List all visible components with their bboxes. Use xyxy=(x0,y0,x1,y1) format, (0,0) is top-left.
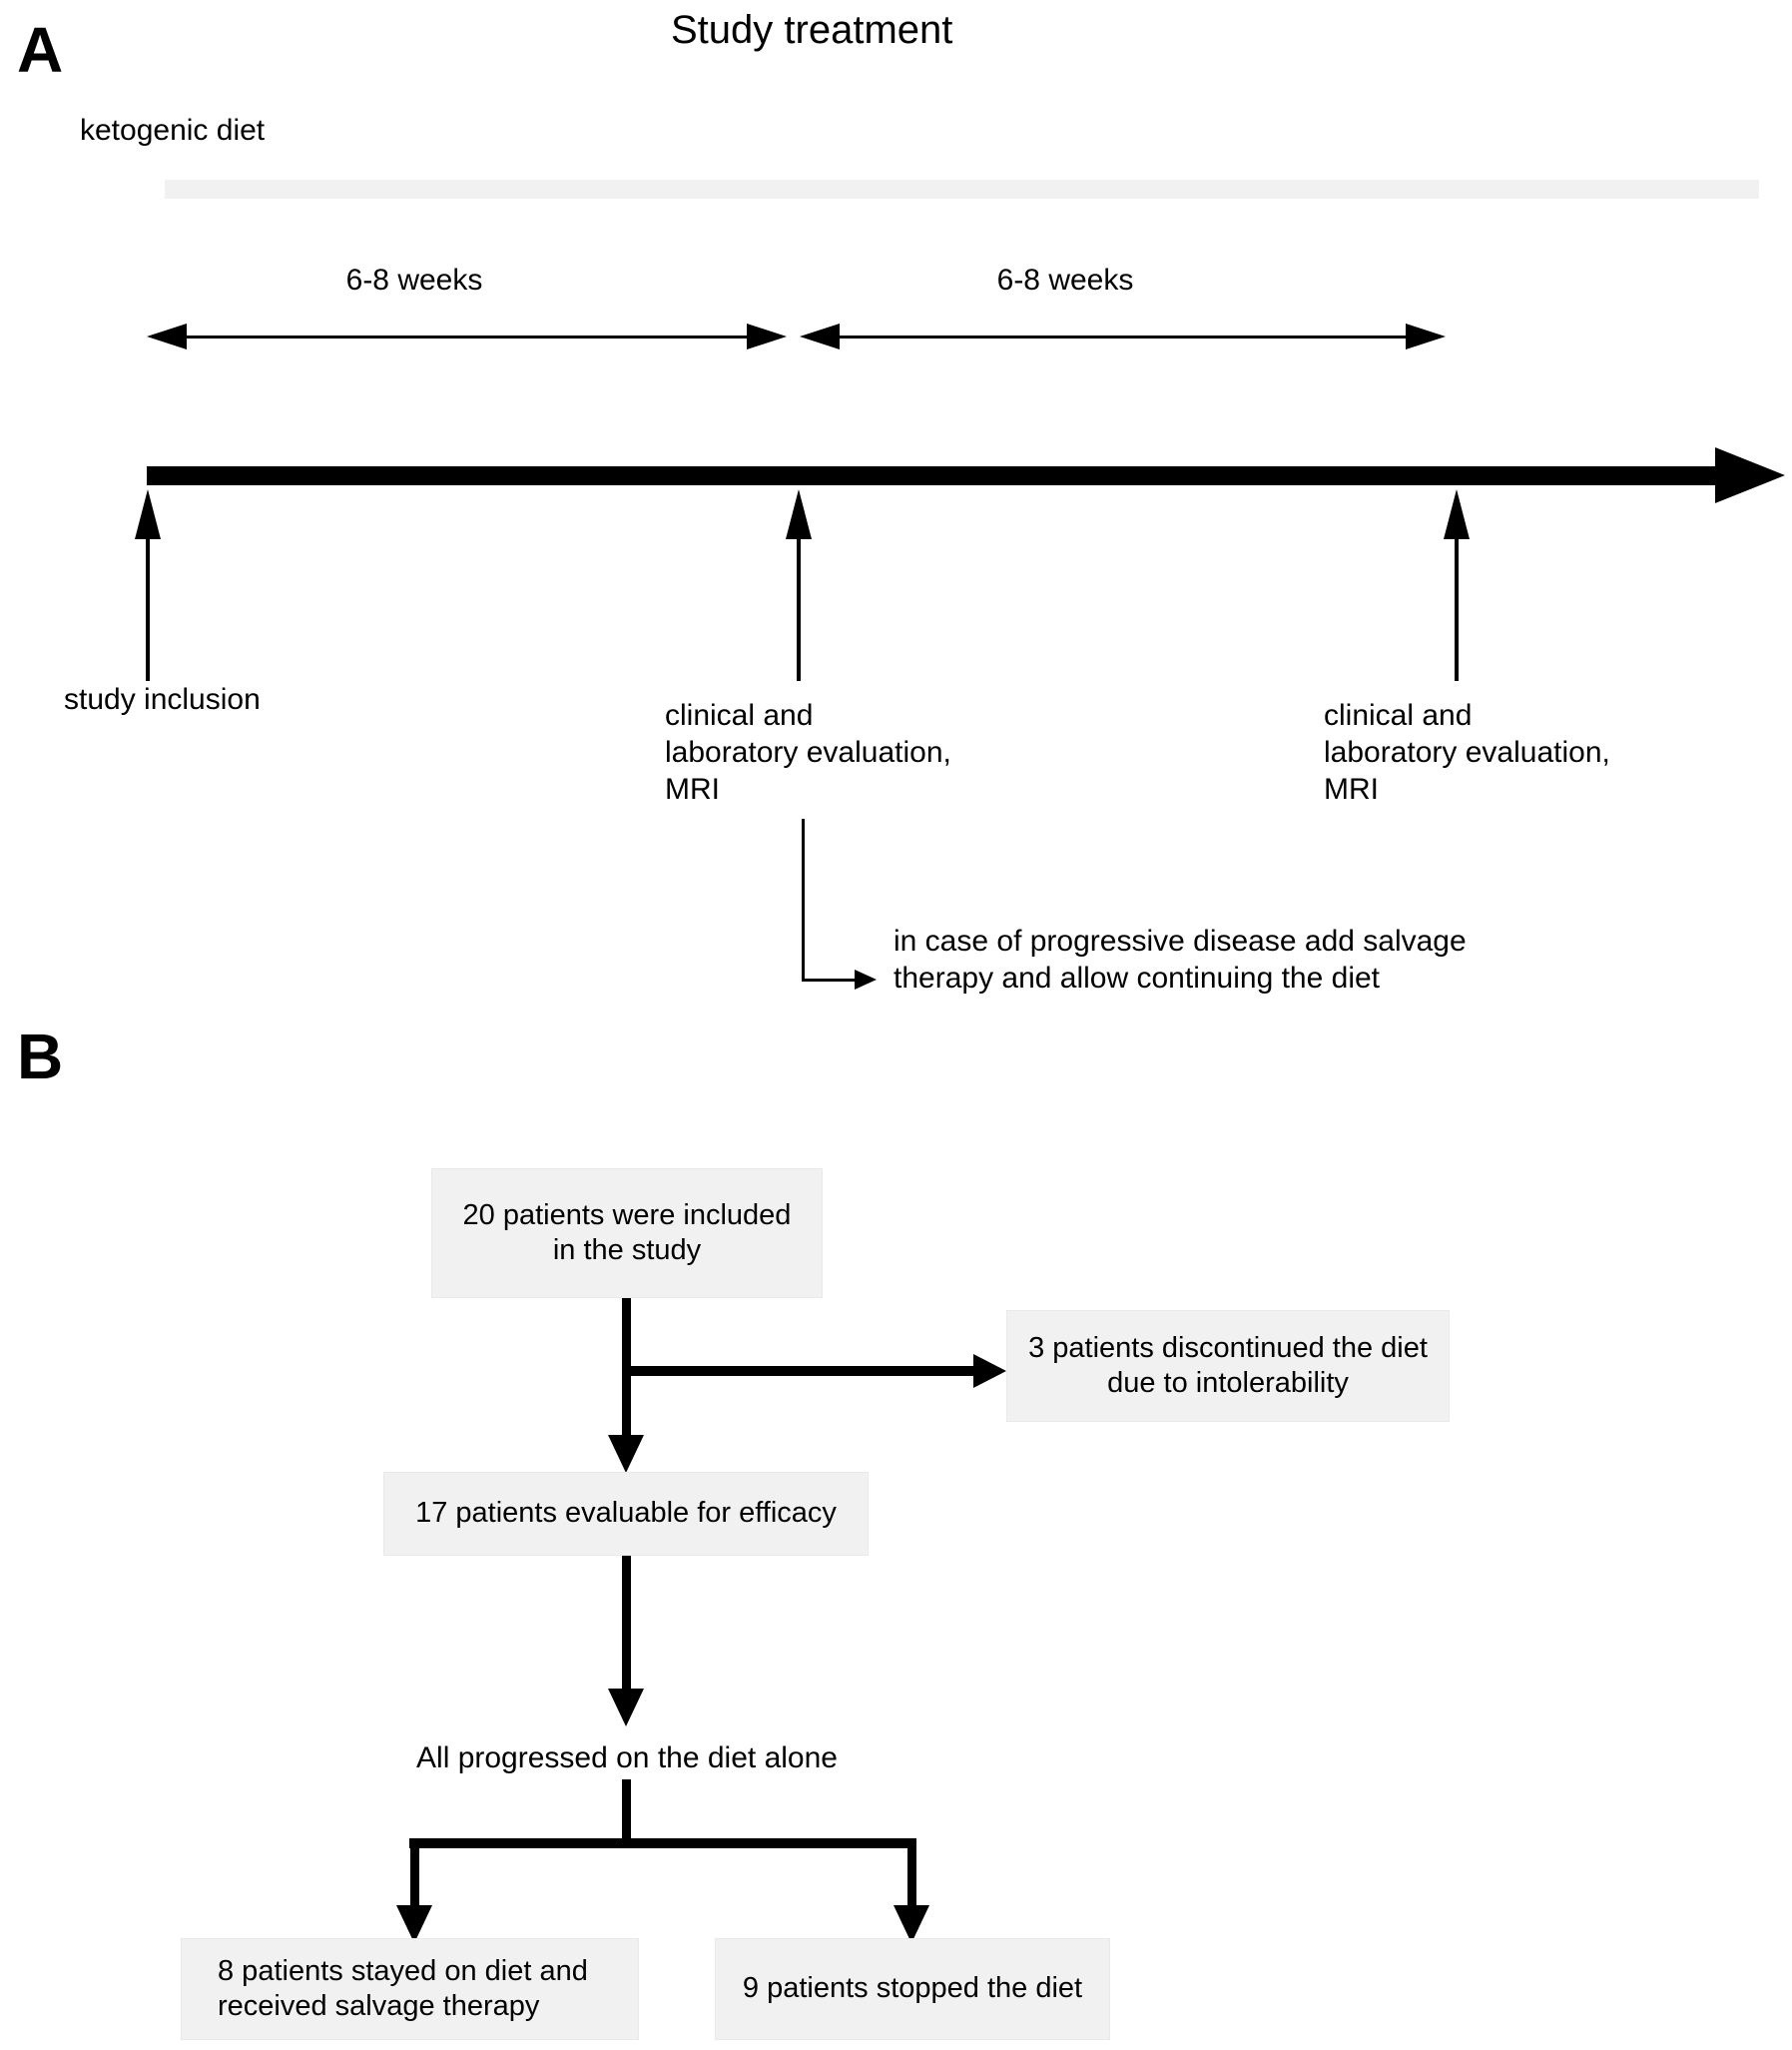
diet-duration-bar xyxy=(165,180,1759,199)
salvage-connector-hline xyxy=(802,979,857,982)
panel-b-label: B xyxy=(17,1021,64,1092)
interval-label-first: 6-8 weeks xyxy=(345,264,483,297)
salvage-connector-vline xyxy=(802,819,805,982)
panel-a-label: A xyxy=(17,14,64,86)
interval-arrow-first xyxy=(147,324,787,350)
inclusion-arrow-line xyxy=(146,511,150,681)
salvage-note: in case of progressive disease add salva… xyxy=(894,925,1467,996)
flow-arrowhead-1-icon xyxy=(608,1435,644,1473)
evaluation-end-arrow-line xyxy=(1455,511,1459,681)
evaluation-end-label: clinical and laboratory evaluation, MRI xyxy=(1324,699,1610,807)
split-line xyxy=(409,1838,916,1848)
flow-line-2 xyxy=(622,1556,631,1692)
timeline-bar xyxy=(147,466,1717,485)
arrowhead-right-icon xyxy=(747,324,787,349)
interval-label-second: 6-8 weeks xyxy=(996,264,1134,297)
ketogenic-diet-label: ketogenic diet xyxy=(80,114,266,147)
timeline-arrowhead-icon xyxy=(1715,447,1785,503)
branch-arrowhead-icon xyxy=(973,1354,1006,1388)
salvage-arrowhead-icon xyxy=(855,970,877,990)
interval-arrow-second-line xyxy=(834,336,1412,339)
split-arrowhead-right-icon xyxy=(894,1905,929,1943)
panel-a-title: Study treatment xyxy=(671,8,953,52)
arrowhead-right-icon xyxy=(1406,324,1446,349)
interval-arrow-first-line xyxy=(181,336,753,339)
split-drop-left xyxy=(410,1838,419,1908)
evaluation-mid-arrow-line xyxy=(797,511,801,681)
branch-line-discontinued xyxy=(622,1366,973,1376)
flow-box-discontinued: 3 patients discontinued the diet due to … xyxy=(1006,1310,1450,1422)
interval-arrow-second xyxy=(800,324,1446,350)
flow-arrowhead-2-icon xyxy=(608,1689,644,1726)
split-arrowhead-left-icon xyxy=(396,1905,432,1943)
evaluation-end-arrowhead-icon xyxy=(1444,489,1470,539)
inclusion-arrowhead-icon xyxy=(135,489,161,539)
arrowhead-left-icon xyxy=(147,324,187,349)
flow-box-stopped: 9 patients stopped the diet xyxy=(715,1938,1110,2040)
flow-box-evaluable: 17 patients evaluable for efficacy xyxy=(383,1472,869,1556)
evaluation-mid-label: clinical and laboratory evaluation, MRI xyxy=(665,699,951,807)
arrowhead-left-icon xyxy=(800,324,840,349)
split-drop-right xyxy=(907,1838,916,1908)
flow-box-included: 20 patients were included in the study xyxy=(431,1168,823,1298)
progress-note: All progressed on the diet alone xyxy=(416,1741,838,1774)
flow-box-stayed: 8 patients stayed on diet and received s… xyxy=(181,1938,639,2040)
evaluation-mid-arrowhead-icon xyxy=(786,489,812,539)
flow-line-3 xyxy=(622,1779,631,1843)
study-inclusion-label: study inclusion xyxy=(64,683,261,716)
